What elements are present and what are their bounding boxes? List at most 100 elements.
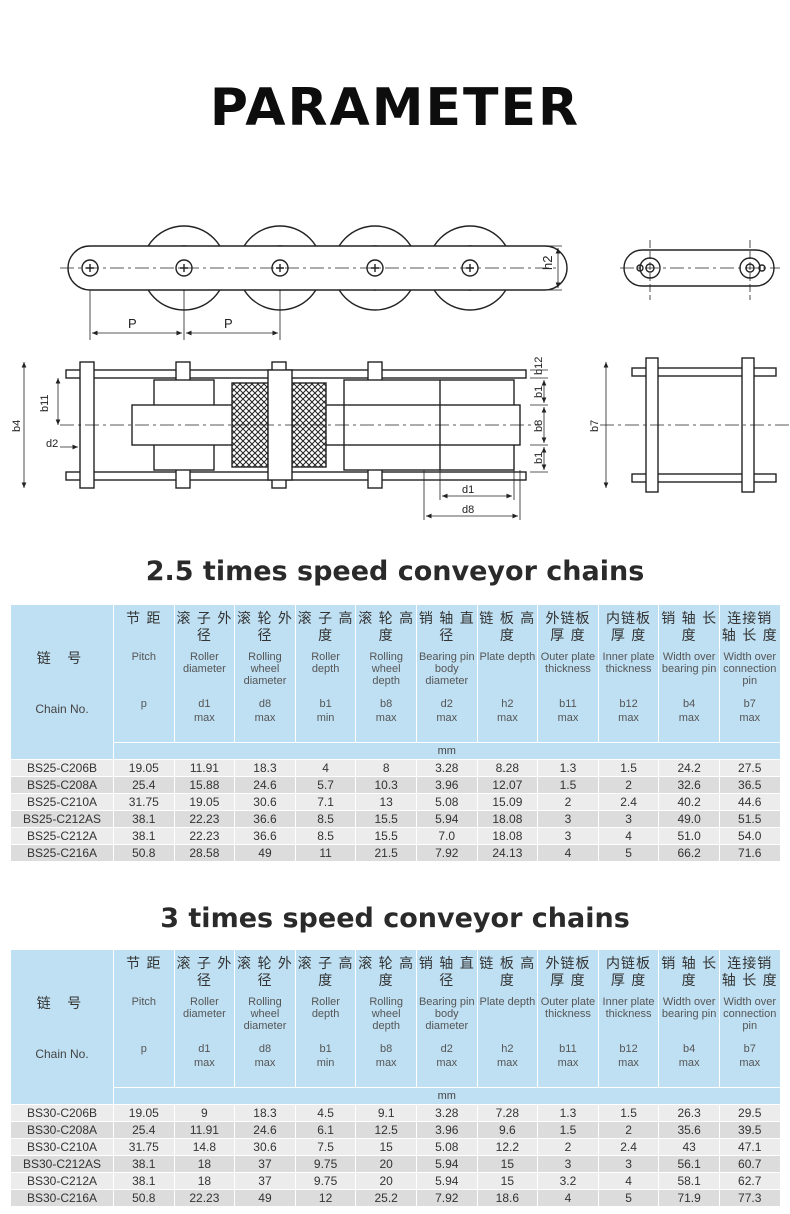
chain-code: BS25-C208A: [10, 776, 114, 794]
table-cell: 19.05: [173, 793, 236, 811]
table-cell: 39.5: [718, 1121, 781, 1139]
table-cell: 7.5: [294, 1138, 357, 1156]
table-cell: 1.3: [537, 1104, 599, 1122]
chain-technical-drawing: P P h2 b12 b11 b1 b8 b1 b4 b7 d2 d1 d8: [11, 225, 790, 520]
table-cell: 15.5: [355, 827, 417, 845]
table-cell: 24.13: [476, 844, 539, 862]
label-pitch-1: P: [128, 316, 137, 331]
table-cell: 31.75: [113, 1138, 175, 1156]
table-cell: 15.88: [173, 776, 236, 794]
label-b8: b8: [533, 420, 545, 432]
table-cell: 38.1: [113, 1155, 175, 1173]
table-cell: 37: [234, 1155, 296, 1173]
table-cell: 7.92: [415, 844, 478, 862]
table-cell: 7.0: [415, 827, 478, 845]
table-cell: 15: [476, 1155, 539, 1173]
table-cell: 24.6: [234, 776, 296, 794]
table-cell: 1.5: [537, 776, 599, 794]
chain-code: BS30-C210A: [10, 1138, 114, 1156]
table-cell: 36.6: [234, 810, 296, 828]
table-cell: 49.0: [658, 810, 720, 828]
table-cell: 3: [537, 1155, 599, 1173]
table-cell: 20: [355, 1172, 417, 1190]
table-cell: 62.7: [718, 1172, 781, 1190]
table-cell: 8: [355, 759, 417, 777]
table-cell: 3.2: [537, 1172, 599, 1190]
label-h2: h2: [540, 256, 555, 270]
table-cell: 15.5: [355, 810, 417, 828]
table-cell: 9.75: [294, 1155, 357, 1173]
table-cell: 4: [294, 759, 357, 777]
table2-title: 3 times speed conveyor chains: [160, 903, 630, 934]
table-cell: 50.8: [113, 1189, 175, 1207]
table-cell: 3.28: [415, 759, 478, 777]
table-cell: 9.6: [476, 1121, 539, 1139]
table-cell: 35.6: [658, 1121, 720, 1139]
table-cell: 2.4: [597, 793, 660, 811]
label-b1-top: b1: [533, 386, 545, 398]
table-cell: 9.75: [294, 1172, 357, 1190]
page-title: PARAMETER: [209, 78, 581, 138]
table-cell: 4: [537, 1189, 599, 1207]
table-cell: 31.75: [113, 793, 175, 811]
table-cell: 15.09: [476, 793, 539, 811]
chain-code: BS25-C212AS: [10, 810, 114, 828]
table-cell: 11.91: [173, 1121, 236, 1139]
table-cell: 1.5: [597, 1104, 660, 1122]
table-cell: 12: [294, 1189, 357, 1207]
chain-code: BS25-C212A: [10, 827, 114, 845]
table-cell: 71.9: [658, 1189, 720, 1207]
table-cell: 19.05: [113, 1104, 175, 1122]
table-cell: 24.2: [658, 759, 720, 777]
table-cell: 9: [173, 1104, 236, 1122]
table-cell: 5.94: [415, 1172, 478, 1190]
table-cell: 43: [658, 1138, 720, 1156]
table-cell: 50.8: [113, 844, 175, 862]
table-cell: 20: [355, 1155, 417, 1173]
table-cell: 22.23: [173, 1189, 236, 1207]
table-cell: 2: [537, 793, 599, 811]
table-cell: 25.4: [113, 1121, 175, 1139]
table-cell: 30.6: [234, 793, 296, 811]
table-cell: 56.1: [658, 1155, 720, 1173]
unit-row: mm: [113, 1087, 781, 1105]
label-b12: b12: [533, 357, 545, 375]
table-cell: 2: [597, 776, 660, 794]
chain-code: BS25-C216A: [10, 844, 114, 862]
table-cell: 15: [476, 1172, 539, 1190]
table-cell: 36.5: [718, 776, 781, 794]
table-cell: 5.94: [415, 1155, 478, 1173]
label-b4: b4: [11, 420, 23, 432]
table-cell: 21.5: [355, 844, 417, 862]
table-cell: 12.07: [476, 776, 539, 794]
table-cell: 18: [173, 1172, 236, 1190]
table-cell: 4: [597, 827, 660, 845]
table-cell: 38.1: [113, 1172, 175, 1190]
table-cell: 3.28: [415, 1104, 478, 1122]
